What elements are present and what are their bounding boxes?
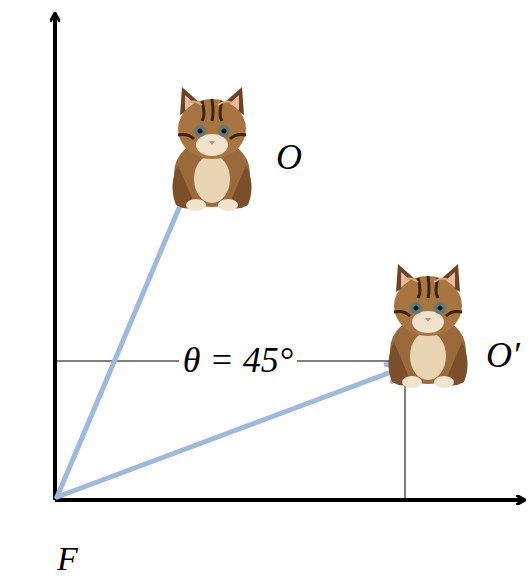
- x-axis: [55, 498, 524, 502]
- kitten-picture: [172, 87, 251, 211]
- frame-label: F: [57, 540, 78, 577]
- kitten-picture: [388, 264, 467, 388]
- point-label: O′: [486, 336, 520, 376]
- position-vector: [57, 182, 190, 497]
- point-label: O: [276, 138, 302, 178]
- angle-label: θ = 45°: [179, 341, 297, 381]
- position-vector: [57, 368, 402, 497]
- y-axis: [53, 14, 57, 500]
